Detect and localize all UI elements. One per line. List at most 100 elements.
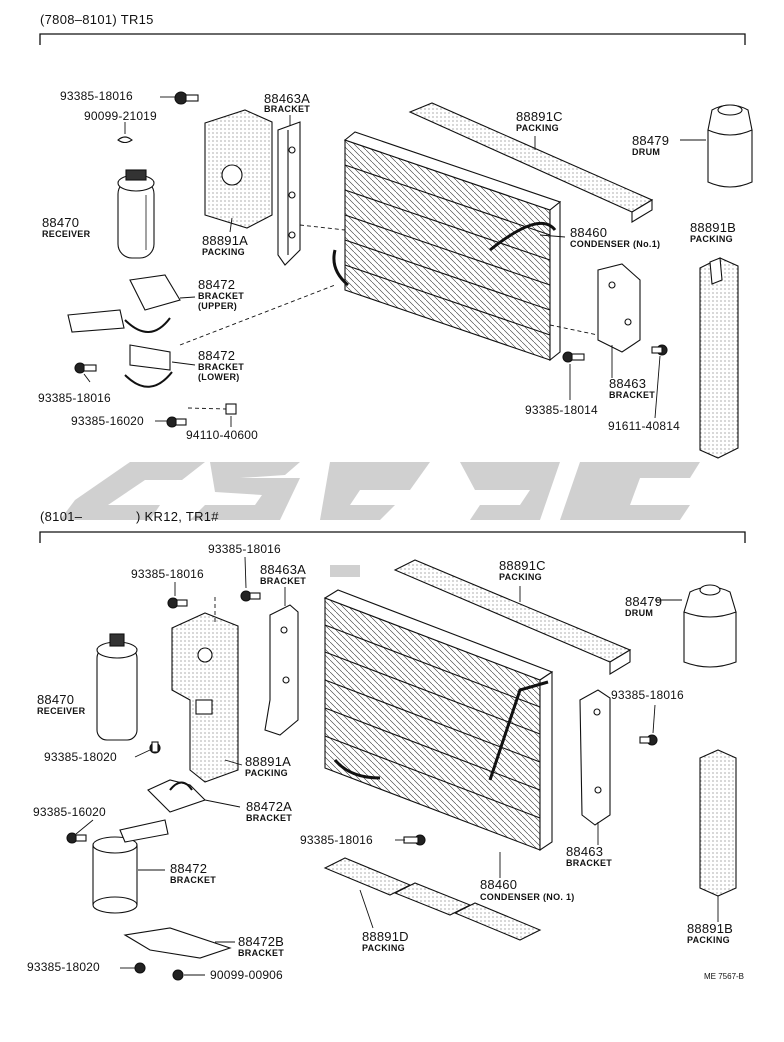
bracket-88463-top bbox=[597, 263, 641, 353]
part-name-label: (UPPER) bbox=[198, 301, 238, 311]
packing-88891b-bottom bbox=[699, 749, 737, 897]
part-name-label: (LOWER) bbox=[198, 372, 240, 382]
part-number-label: 93385-18014 bbox=[525, 403, 598, 417]
leader-lines-top bbox=[83, 96, 706, 427]
part-name-label: BRACKET bbox=[170, 875, 217, 885]
part-number-label: 93385-18016 bbox=[300, 833, 373, 847]
bolt-icon bbox=[166, 416, 187, 428]
bracket-88472-upper bbox=[67, 274, 181, 333]
bracket-88472-bottom bbox=[92, 819, 169, 914]
part-number-label: 88891C bbox=[499, 558, 546, 573]
bolt-icon bbox=[149, 741, 161, 754]
part-name-label: BRACKET bbox=[238, 948, 285, 958]
part-number-label: 88463A bbox=[260, 562, 307, 577]
part-number-label: 94110-40600 bbox=[186, 428, 259, 442]
watermark-logo bbox=[60, 462, 700, 577]
part-name-label: BRACKET bbox=[609, 390, 656, 400]
bracket-88463-bottom bbox=[579, 689, 611, 826]
part-name-label: RECEIVER bbox=[42, 229, 91, 239]
bolt-icon bbox=[167, 597, 188, 609]
part-number-label: 88472B bbox=[238, 934, 285, 949]
part-number-label: 88463 bbox=[566, 844, 604, 859]
bolt-icon bbox=[403, 834, 426, 846]
part-number-label: 88472A bbox=[246, 799, 293, 814]
part-number-label: 88472 bbox=[170, 861, 208, 876]
part-number-label: 93385-16020 bbox=[33, 805, 106, 819]
part-number-label: 88472 bbox=[198, 348, 236, 363]
bottom-section-header-a: (8101– bbox=[40, 509, 83, 524]
part-name-label: PACKING bbox=[499, 572, 542, 582]
bolt-icon bbox=[74, 362, 97, 374]
top-header-rule bbox=[39, 33, 746, 45]
part-number-label: 88472 bbox=[198, 277, 236, 292]
part-number-label: 93385-18016 bbox=[60, 89, 133, 103]
top-section-header: (7808–8101) TR15 bbox=[40, 12, 154, 27]
part-number-label: 88891C bbox=[516, 109, 563, 124]
part-number-label: 88891B bbox=[690, 220, 737, 235]
part-number-label: 93385-18016 bbox=[611, 688, 684, 702]
part-number-label: 93385-18020 bbox=[44, 750, 117, 764]
part-number-label: 88470 bbox=[37, 692, 75, 707]
bolt-icon bbox=[66, 832, 87, 844]
receiver-drum bbox=[117, 169, 155, 259]
part-number-label: 90099-21019 bbox=[84, 109, 157, 123]
bolt-icon bbox=[562, 351, 585, 363]
condenser-88460-bottom bbox=[323, 589, 554, 852]
part-name-label: BRACKET bbox=[246, 813, 293, 823]
part-name-label: PACKING bbox=[202, 247, 245, 257]
packing-88891a-bottom bbox=[171, 612, 239, 783]
part-name-label: DRUM bbox=[632, 147, 661, 157]
part-number-label: 93385-16020 bbox=[71, 414, 144, 428]
packing-88891b-top bbox=[699, 257, 739, 459]
bolt-icon bbox=[651, 344, 668, 356]
washer-icon bbox=[117, 136, 133, 144]
part-number-label: 88891B bbox=[687, 921, 734, 936]
bolt-icon bbox=[174, 91, 199, 105]
bolt-icon bbox=[240, 590, 261, 602]
nut-icon bbox=[225, 403, 237, 415]
part-number-label: 88463 bbox=[609, 376, 647, 391]
drum-88479-top bbox=[707, 104, 753, 188]
part-name-label: BRACKET bbox=[198, 362, 245, 372]
leader-lines-bottom bbox=[75, 556, 719, 976]
part-name-label: BRACKET bbox=[566, 858, 613, 868]
part-name-label: BRACKET bbox=[264, 104, 311, 114]
part-number-label: 93385-18016 bbox=[208, 542, 281, 556]
packing-88891d bbox=[323, 857, 542, 941]
part-number-label: 88463A bbox=[264, 91, 311, 106]
part-number-label: 88470 bbox=[42, 215, 80, 230]
bottom-section-header-b: ) KR12, TR1# bbox=[136, 509, 219, 524]
bracket-88463a-bottom bbox=[264, 604, 299, 736]
part-number-label: 88891D bbox=[362, 929, 409, 944]
figure-code: ME 7567-B bbox=[704, 972, 745, 981]
part-name-label: PACKING bbox=[245, 768, 288, 778]
bottom-section-parts bbox=[66, 556, 737, 981]
part-number-label: 88460 bbox=[480, 877, 518, 892]
receiver-drum-bottom bbox=[96, 633, 138, 741]
part-name-label: PACKING bbox=[362, 943, 405, 953]
part-number-label: 91611-40814 bbox=[608, 419, 681, 433]
part-number-label: 88479 bbox=[632, 133, 670, 148]
condenser-88460-top bbox=[332, 131, 562, 362]
part-number-label: 88479 bbox=[625, 594, 663, 609]
part-name-label: RECEIVER bbox=[37, 706, 86, 716]
bolt-icon bbox=[639, 734, 658, 746]
part-name-label: PACKING bbox=[690, 234, 733, 244]
part-name-label: PACKING bbox=[687, 935, 730, 945]
bottom-header-rule bbox=[39, 531, 746, 543]
part-number-label: 88460 bbox=[570, 225, 608, 240]
drum-88479-bottom bbox=[683, 584, 737, 668]
part-number-label: 90099-00906 bbox=[210, 968, 283, 982]
bracket-88472b bbox=[123, 927, 232, 959]
part-name-label: PACKING bbox=[516, 123, 559, 133]
part-name-label: BRACKET bbox=[260, 576, 307, 586]
part-number-label: 93385-18016 bbox=[131, 567, 204, 581]
bracket-88472-lower bbox=[124, 344, 173, 388]
bolt-icon bbox=[172, 969, 184, 981]
bolt-icon bbox=[134, 962, 146, 974]
part-number-label: 88891A bbox=[245, 754, 292, 769]
part-name-label: DRUM bbox=[625, 608, 654, 618]
part-number-label: 88891A bbox=[202, 233, 249, 248]
part-name-label: BRACKET bbox=[198, 291, 245, 301]
